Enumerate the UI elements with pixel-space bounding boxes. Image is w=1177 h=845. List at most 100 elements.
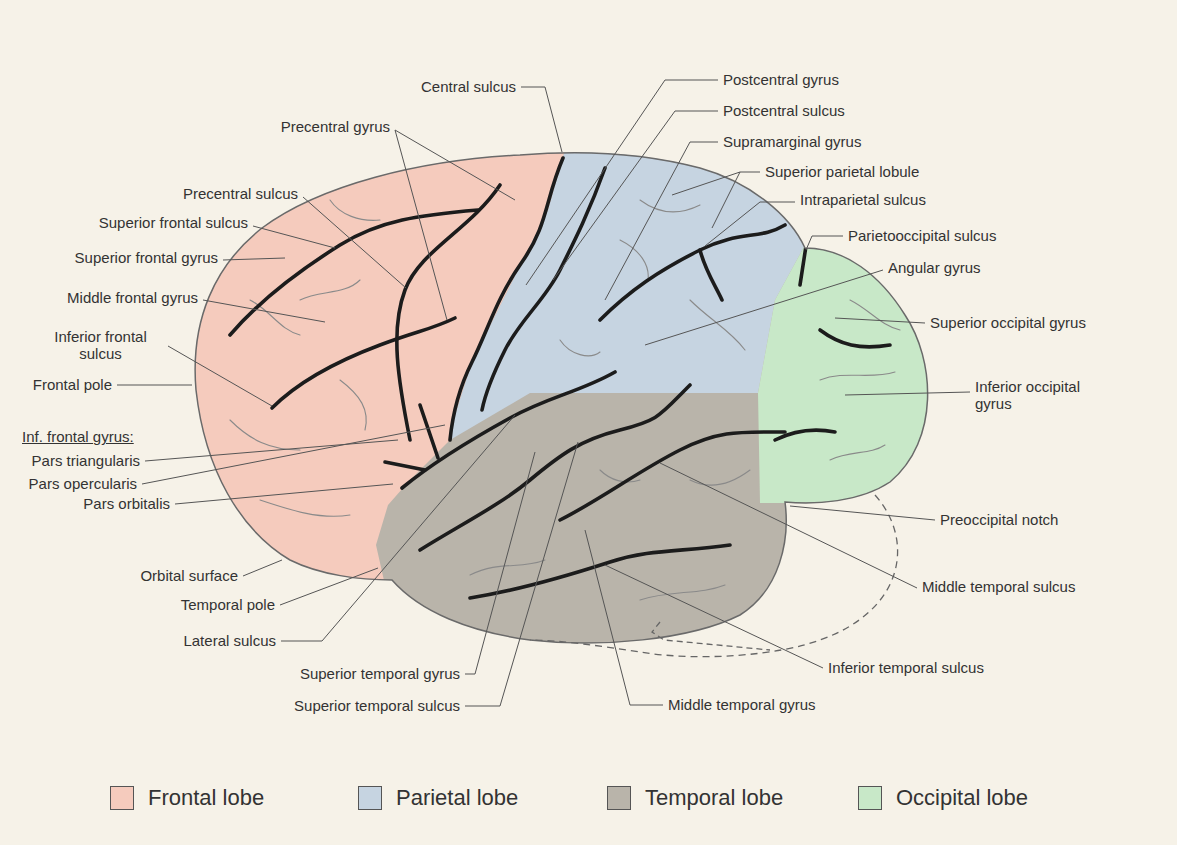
parietooccipital-sulcus-line xyxy=(800,246,806,285)
leader-line xyxy=(253,226,335,248)
structure-label: Superior temporal sulcus xyxy=(294,697,460,714)
leader-line xyxy=(672,172,760,228)
precentral-sulcus-line xyxy=(397,185,500,440)
leader-line xyxy=(705,202,795,246)
structure-label: Inferior occipital gyrus xyxy=(975,378,1110,413)
structure-label: Superior occipital gyrus xyxy=(930,314,1086,331)
structure-label: Precentral gyrus xyxy=(281,118,390,135)
gyral-line xyxy=(690,470,750,485)
structure-label: Superior frontal gyrus xyxy=(75,249,218,266)
leader-line xyxy=(835,318,925,323)
gyral-line xyxy=(850,300,900,330)
structure-label: Orbital surface xyxy=(140,567,238,584)
legend-swatch xyxy=(607,786,631,810)
gyral-line xyxy=(330,200,380,220)
brain-outline xyxy=(195,153,927,643)
ascending-ramus-line xyxy=(420,405,438,458)
frontal-lobe-fill xyxy=(0,0,565,845)
central-sulcus-line xyxy=(450,158,563,440)
structure-label: Precentral sulcus xyxy=(183,185,298,202)
gyral-line xyxy=(260,500,350,516)
leader-line xyxy=(142,425,445,484)
legend-text: Parietal lobe xyxy=(396,785,518,811)
structure-label: Pars orbitalis xyxy=(83,495,170,512)
structure-label: Preoccipital notch xyxy=(940,511,1058,528)
leader-line xyxy=(585,530,663,705)
legend-text: Frontal lobe xyxy=(148,785,264,811)
intraparietal-branch-line xyxy=(700,250,722,300)
structure-label: Angular gyrus xyxy=(888,259,981,276)
structure-label: Pars triangularis xyxy=(32,452,140,469)
structure-label: Pars opercularis xyxy=(29,475,137,492)
structure-label: Lateral sulcus xyxy=(183,632,276,649)
legend-swatch xyxy=(110,786,134,810)
legend-swatch xyxy=(358,786,382,810)
leader-line xyxy=(605,565,823,668)
leader-line xyxy=(521,87,562,152)
gyral-line xyxy=(560,340,600,356)
leader-line xyxy=(845,392,970,395)
legend-swatch xyxy=(858,786,882,810)
leader-line xyxy=(203,300,325,322)
gyral-line xyxy=(640,200,700,212)
gyral-line xyxy=(230,420,300,450)
leader-line xyxy=(465,442,578,706)
parietal-lobe-fill xyxy=(450,0,808,440)
structure-label: Postcentral gyrus xyxy=(723,71,839,88)
leader-line xyxy=(243,560,282,576)
leader-line xyxy=(465,452,535,674)
leader-line xyxy=(660,463,917,588)
structure-label: Middle temporal gyrus xyxy=(668,696,816,713)
leader-line xyxy=(168,346,272,406)
leader-line xyxy=(281,415,515,641)
structure-label: Superior frontal sulcus xyxy=(99,214,248,231)
structure-label: Middle temporal sulcus xyxy=(922,578,1075,595)
structure-label: Inferior temporal sulcus xyxy=(828,659,984,676)
leader-line xyxy=(145,440,398,461)
legend-text: Temporal lobe xyxy=(645,785,783,811)
leader-line xyxy=(175,484,393,504)
hidden-surface-dashed-line xyxy=(530,495,898,657)
leader-line xyxy=(280,568,378,605)
leader-line xyxy=(790,506,935,520)
structure-label: Intraparietal sulcus xyxy=(800,191,926,208)
leader-line xyxy=(553,111,718,280)
structure-label: Parietooccipital sulcus xyxy=(848,227,996,244)
structure-label: Superior temporal gyrus xyxy=(300,665,460,682)
structure-label: Postcentral sulcus xyxy=(723,102,845,119)
postcentral-sulcus-line xyxy=(482,168,605,410)
gyral-line xyxy=(340,380,366,430)
occipital-sulcus-line xyxy=(820,330,890,347)
leader-line xyxy=(526,80,718,285)
lateral-sulcus-line xyxy=(402,372,615,488)
structure-label: Inf. frontal gyrus: xyxy=(22,428,134,445)
horizontal-ramus-line xyxy=(385,462,425,470)
structure-label: Frontal pole xyxy=(33,376,112,393)
leader-line xyxy=(223,258,285,260)
leader-line xyxy=(645,270,883,345)
middle-temporal-sulcus-line xyxy=(560,432,785,520)
leader-line xyxy=(395,130,515,320)
hidden-surface-bracket xyxy=(652,622,770,650)
occipital-sulcus-line xyxy=(775,430,835,440)
gyral-line xyxy=(300,280,360,300)
gyral-line xyxy=(830,445,885,460)
leader-line xyxy=(806,236,843,250)
gyral-line xyxy=(470,560,545,575)
structure-label: Superior parietal lobule xyxy=(765,163,919,180)
leader-lines xyxy=(117,80,970,706)
gyral-line xyxy=(820,372,895,380)
sulci xyxy=(230,158,890,598)
intraparietal-sulcus-line xyxy=(600,225,785,320)
gyral-line xyxy=(690,300,745,350)
structure-label: Supramarginal gyrus xyxy=(723,133,861,150)
structure-label: Inferior frontal sulcus xyxy=(38,328,163,363)
structure-label: Central sulcus xyxy=(421,78,516,95)
leader-line xyxy=(605,142,718,300)
superior-frontal-sulcus-line xyxy=(230,210,478,335)
leader-line xyxy=(303,197,406,288)
